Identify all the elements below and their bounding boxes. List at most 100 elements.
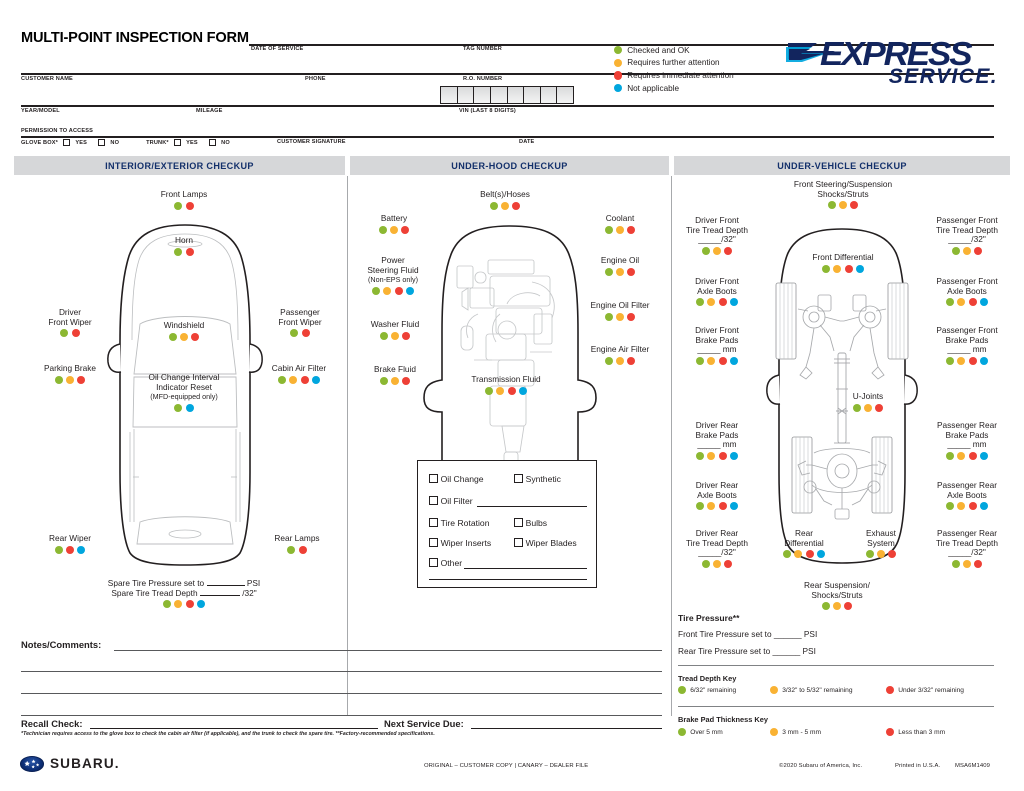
status-dots[interactable] bbox=[668, 246, 766, 255]
status-dots[interactable] bbox=[120, 247, 248, 256]
status-dots[interactable] bbox=[917, 298, 1017, 307]
status-dots[interactable] bbox=[352, 376, 438, 385]
notes-line-1[interactable] bbox=[114, 650, 662, 651]
status-dots[interactable] bbox=[578, 225, 662, 234]
checkbox-row-tire-rotation[interactable]: Tire Rotation bbox=[429, 518, 489, 528]
checkbox-tire-rotation[interactable] bbox=[429, 518, 438, 527]
item-blank[interactable]: _____ mm bbox=[697, 344, 737, 355]
status-dots[interactable] bbox=[760, 201, 926, 210]
status-dots[interactable] bbox=[19, 545, 121, 554]
status-dots[interactable] bbox=[345, 286, 441, 295]
status-dots[interactable] bbox=[75, 600, 293, 609]
checkbox-glove-box-no[interactable] bbox=[97, 139, 106, 147]
status-dots[interactable] bbox=[917, 356, 1017, 365]
item-blank[interactable]: _____/32" bbox=[948, 547, 986, 558]
checkbox-trunk-no[interactable] bbox=[208, 139, 217, 147]
legend-dot-green bbox=[614, 46, 623, 55]
status-dots[interactable] bbox=[349, 331, 441, 340]
status-dots[interactable] bbox=[917, 451, 1017, 460]
status-dots[interactable] bbox=[575, 267, 665, 276]
checkbox-trunk-yes[interactable] bbox=[173, 139, 182, 147]
recall-check-line[interactable] bbox=[90, 728, 378, 729]
item-label: Engine Oil bbox=[600, 255, 640, 265]
status-dots[interactable] bbox=[243, 375, 355, 384]
checkbox-oil-filter[interactable] bbox=[429, 496, 438, 505]
status-dots[interactable] bbox=[246, 545, 348, 554]
rear-tire-pressure[interactable]: Rear Tire Pressure set to ______ PSI bbox=[678, 646, 816, 656]
item-rear-wiper: Rear Wiper bbox=[19, 533, 121, 554]
status-dots[interactable] bbox=[19, 329, 121, 338]
checkbox-wiper-blades[interactable] bbox=[514, 538, 523, 547]
status-dots[interactable] bbox=[772, 602, 902, 611]
checkbox-row-wiper-inserts[interactable]: Wiper Inserts bbox=[429, 538, 491, 548]
status-dots[interactable] bbox=[845, 550, 917, 559]
status-dots[interactable] bbox=[353, 225, 435, 234]
status-dots[interactable] bbox=[570, 312, 670, 321]
oil-filter-write-in-line[interactable] bbox=[477, 506, 587, 507]
status-dots[interactable] bbox=[917, 502, 1017, 511]
status-dots[interactable] bbox=[782, 264, 904, 273]
status-dots[interactable] bbox=[14, 375, 126, 384]
item-blank[interactable]: _____ mm bbox=[947, 439, 987, 450]
checkbox-row-oil-change[interactable]: Oil Change bbox=[429, 474, 484, 484]
checkbox-oil-change[interactable] bbox=[429, 474, 438, 483]
item-blank[interactable]: _____/32" bbox=[948, 234, 986, 245]
item-blank[interactable]: _____ mm bbox=[697, 439, 737, 450]
notes-line-3[interactable] bbox=[21, 693, 662, 694]
other-write-in-line-1[interactable] bbox=[464, 568, 587, 569]
checkbox-row-oil-filter[interactable]: Oil Filter bbox=[429, 496, 473, 506]
status-dots[interactable] bbox=[917, 559, 1017, 568]
checkbox-row-bulbs[interactable]: Bulbs bbox=[514, 518, 547, 528]
item-label: Cabin Air Filter bbox=[271, 363, 327, 373]
legend-item: Checked and OK bbox=[614, 44, 734, 57]
notes-line-2[interactable] bbox=[21, 671, 662, 672]
status-dots[interactable] bbox=[443, 386, 569, 395]
tread-depth-key-heading: Tread Depth Key bbox=[678, 674, 737, 683]
status-dots[interactable] bbox=[120, 201, 248, 210]
item-blank[interactable]: _____/32" bbox=[698, 234, 736, 245]
item-blank[interactable]: _____ mm bbox=[947, 344, 987, 355]
checkbox-wiper-inserts[interactable] bbox=[429, 538, 438, 547]
checkbox-label: Bulbs bbox=[525, 518, 548, 528]
checkbox-bulbs[interactable] bbox=[514, 518, 523, 527]
status-dots[interactable] bbox=[247, 329, 353, 338]
item-label: Windshield bbox=[163, 320, 205, 330]
status-dots[interactable] bbox=[570, 356, 670, 365]
other-write-in-line-2[interactable] bbox=[429, 579, 587, 580]
checkbox-other[interactable] bbox=[429, 558, 438, 567]
checkbox-row-other[interactable]: Other bbox=[429, 558, 462, 568]
status-dots[interactable] bbox=[917, 246, 1017, 255]
spare-tire-tread-blank[interactable] bbox=[199, 594, 240, 596]
spare-tire-pressure-blank[interactable] bbox=[206, 585, 245, 586]
status-dots[interactable] bbox=[668, 451, 766, 460]
next-service-due-label: Next Service Due: bbox=[384, 718, 464, 729]
checkbox-row-synthetic[interactable]: Synthetic bbox=[514, 474, 561, 484]
status-dots[interactable] bbox=[110, 403, 258, 412]
front-tire-pressure[interactable]: Front Tire Pressure set to ______ PSI bbox=[678, 629, 818, 639]
label-customer-signature: CUSTOMER SIGNATURE bbox=[277, 139, 346, 145]
status-dots[interactable] bbox=[120, 332, 248, 341]
next-service-due-line[interactable] bbox=[471, 728, 662, 729]
footnote-text: *Technician requires access to the glove… bbox=[21, 731, 435, 737]
status-dots[interactable] bbox=[766, 550, 842, 559]
vin-boxes[interactable] bbox=[440, 86, 574, 104]
item-cabin-air-filter: Cabin Air Filter bbox=[243, 363, 355, 384]
status-dots[interactable] bbox=[668, 559, 766, 568]
checkbox-row-wiper-blades[interactable]: Wiper Blades bbox=[514, 538, 577, 548]
notes-line-4[interactable] bbox=[21, 715, 662, 716]
brake-pad-key-heading: Brake Pad Thickness Key bbox=[678, 715, 768, 724]
status-dots[interactable] bbox=[668, 356, 766, 365]
status-dots[interactable] bbox=[829, 403, 907, 412]
status-dots[interactable] bbox=[440, 201, 570, 210]
checkbox-synthetic[interactable] bbox=[514, 474, 523, 483]
checkbox-glove-box-yes[interactable] bbox=[62, 139, 71, 147]
item-blank[interactable]: _____/32" bbox=[698, 547, 736, 558]
page-title: MULTI-POINT INSPECTION FORM bbox=[21, 30, 249, 46]
status-dots[interactable] bbox=[668, 502, 766, 511]
brake-pad-key-item-red: Less than 3 mm bbox=[886, 728, 945, 737]
status-dots[interactable] bbox=[668, 298, 766, 307]
